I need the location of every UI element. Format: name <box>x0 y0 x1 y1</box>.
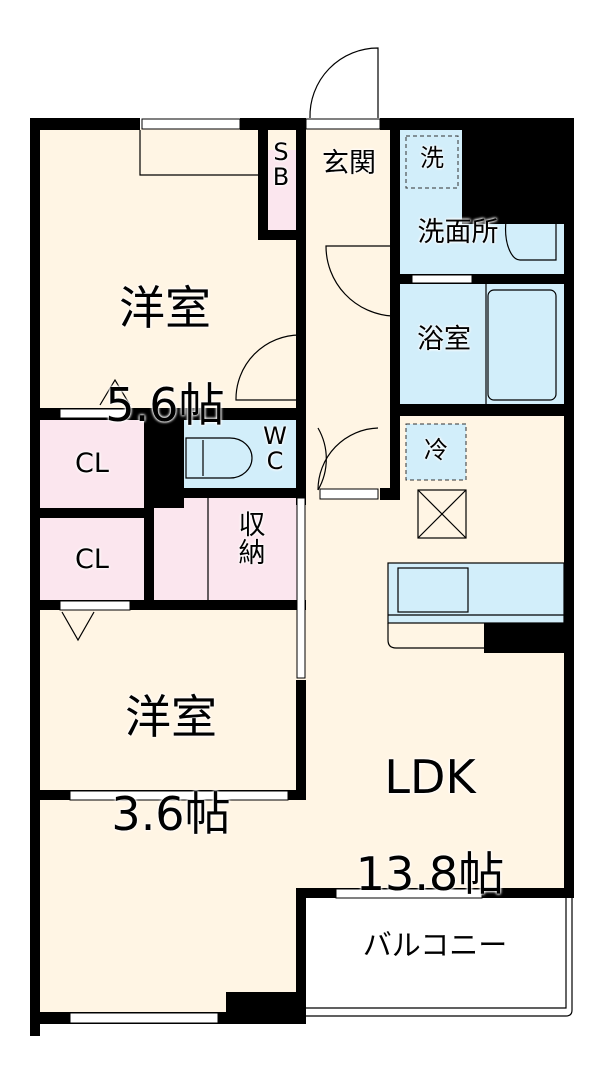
room-name: LDK <box>384 750 476 805</box>
room-size: 5.6帖 <box>105 377 225 432</box>
washing-machine-icon: 洗 <box>420 144 444 172</box>
windows <box>59 118 483 1024</box>
room-label-ldk: LDK 13.8帖 <box>330 705 530 946</box>
door-swings <box>61 47 573 1017</box>
refrigerator-icon: 冷 <box>424 436 448 464</box>
room-name: 洋室 <box>125 690 217 745</box>
room-label-western-1: 洋室 5.6帖 <box>90 236 240 477</box>
room-name: 洋室 <box>119 281 211 336</box>
fixture-outlines <box>405 135 467 481</box>
room-label-washroom: 洗面所 <box>417 217 499 248</box>
room-size: 3.6帖 <box>111 786 231 841</box>
room-label-shoe-box: S B <box>272 138 290 192</box>
room-label-western-2: 洋室 3.6帖 <box>96 645 246 886</box>
room-label-closet-1: CL <box>75 448 109 479</box>
room-size: 13.8帖 <box>355 846 505 901</box>
room-label-entrance: 玄関 <box>322 148 376 179</box>
room-label-storage: 収 納 <box>238 510 266 570</box>
room-label-balcony: バルコニー <box>362 928 508 962</box>
room-label-bathroom: 浴室 <box>417 324 471 355</box>
room-label-toilet: W C <box>263 422 287 476</box>
room-label-closet-2: CL <box>75 544 109 575</box>
